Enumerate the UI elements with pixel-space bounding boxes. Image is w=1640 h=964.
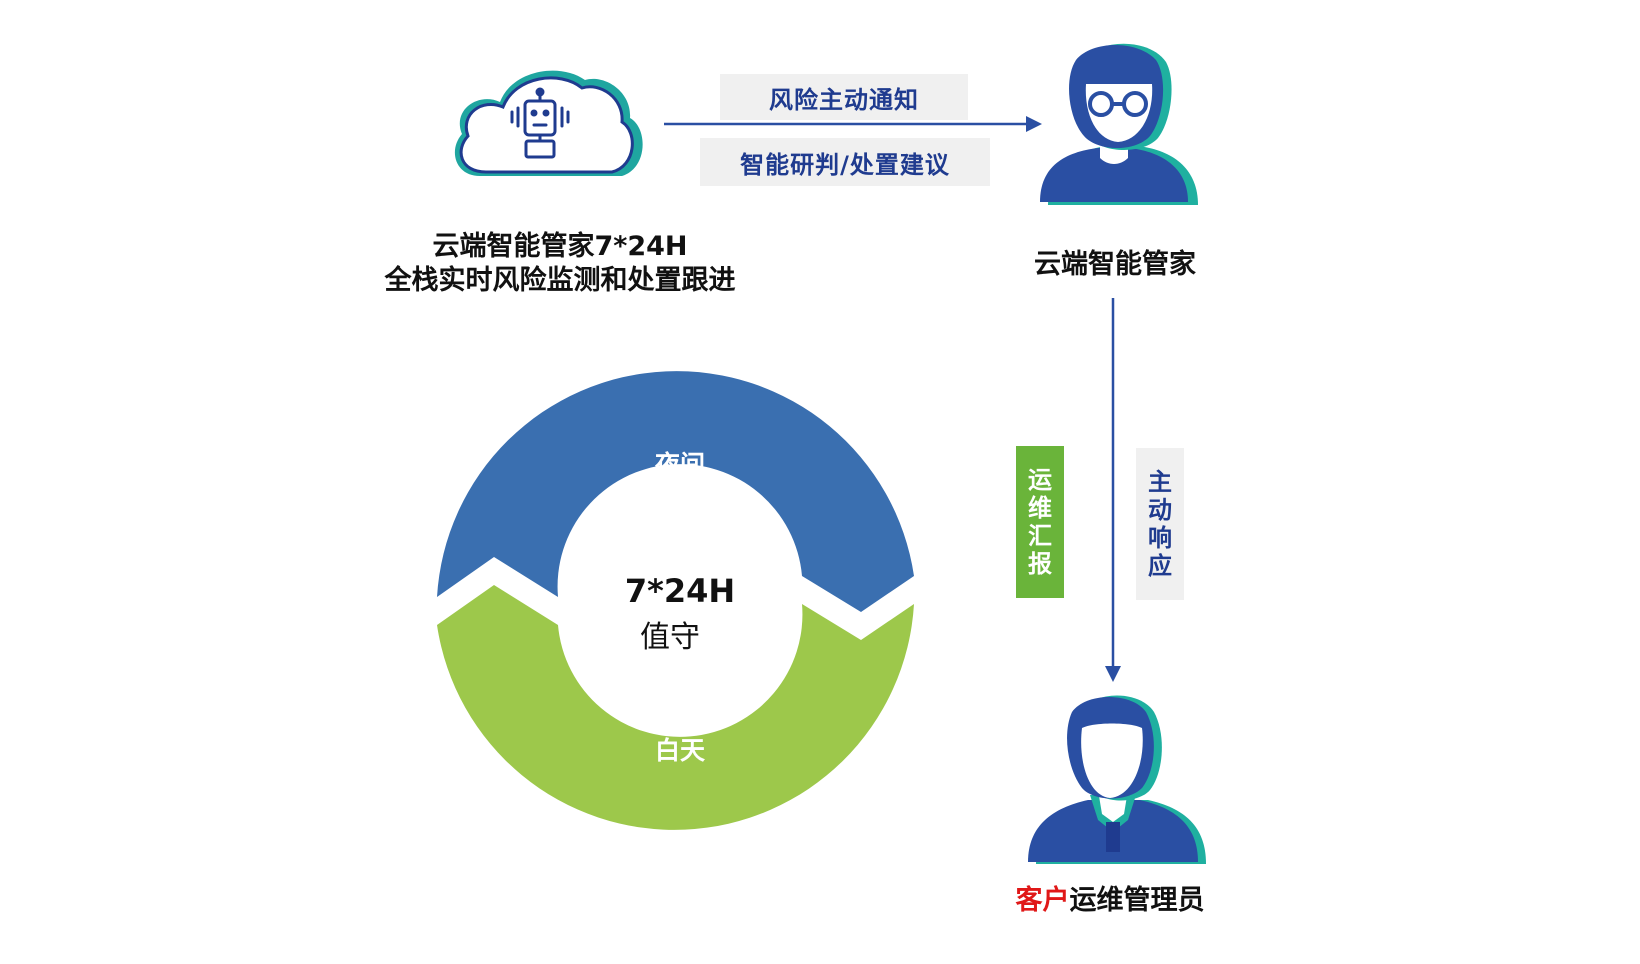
- active-response-char: 主: [1148, 468, 1172, 496]
- ring-center-line1: 7*24H: [624, 572, 736, 610]
- active-response-char: 动: [1148, 496, 1172, 524]
- ops-report-char: 汇: [1028, 522, 1052, 550]
- active-response-char: 响: [1148, 524, 1172, 552]
- cloud-caption: 云端智能管家7*24H 全栈实时风险监测和处置跟进: [360, 230, 760, 298]
- admin-word: 运维管理员: [1069, 885, 1205, 916]
- cloud-caption-line2: 全栈实时风险监测和处置跟进: [384, 265, 736, 296]
- day-segment: [437, 585, 914, 830]
- butler-caption: 云端智能管家: [1034, 249, 1196, 280]
- advice-label: 智能研判/处置建议: [700, 138, 990, 186]
- cloud-caption-line1: 云端智能管家7*24H: [432, 231, 688, 262]
- customer-word: 客户: [1015, 885, 1070, 916]
- admin-caption: 客户运维管理员: [990, 884, 1230, 918]
- notify-arrow: [664, 116, 1042, 132]
- ops-report-label: 运 维 汇 报: [1016, 446, 1064, 598]
- night-segment: [437, 371, 914, 612]
- notify-label: 风险主动通知: [720, 74, 968, 120]
- report-arrow: [1105, 298, 1121, 682]
- active-response-char: 应: [1148, 552, 1172, 580]
- day-label: 白天: [654, 736, 705, 765]
- ring-center-line2: 值守: [640, 620, 700, 655]
- ops-report-char: 维: [1028, 494, 1052, 522]
- night-label: 夜间: [654, 450, 705, 479]
- active-response-label: 主 动 响 应: [1136, 448, 1184, 600]
- ops-report-char: 报: [1028, 550, 1052, 578]
- ops-report-char: 运: [1028, 466, 1052, 494]
